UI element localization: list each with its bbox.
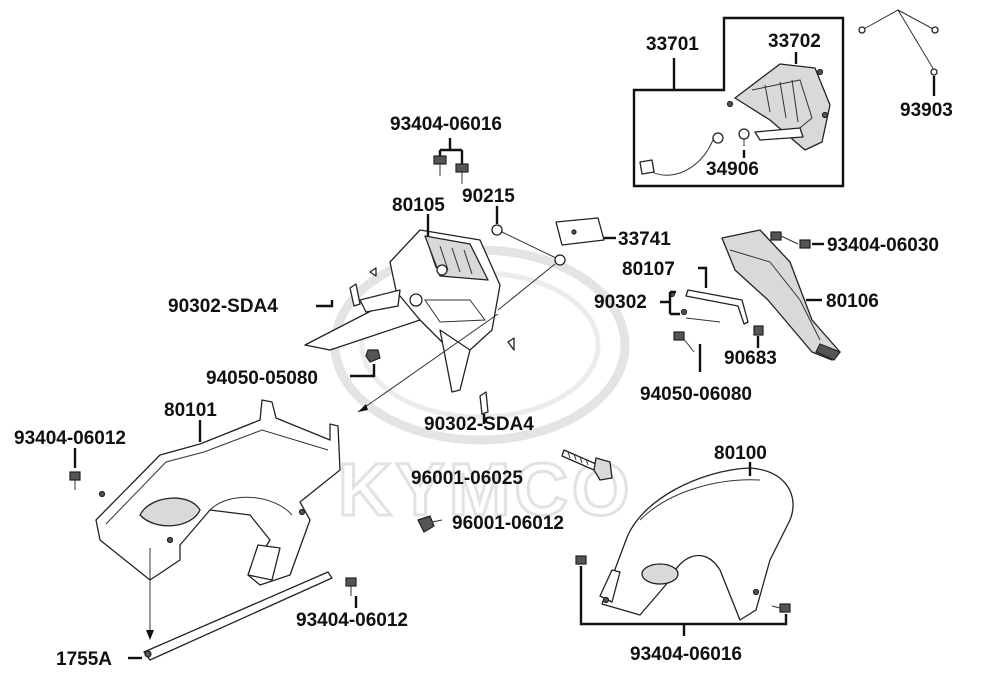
label-90215: 90215: [462, 186, 515, 207]
part-94050-06080-bolt: [673, 331, 695, 353]
label-80105: 80105: [392, 195, 445, 216]
part-80105-frame: [304, 229, 501, 393]
part-90215-washer: [491, 224, 566, 266]
label-93404-06012-bottom: 93404-06012: [296, 610, 408, 631]
label-96001-06025: 96001-06025: [411, 468, 523, 489]
bolt-93404-06016-bottom-left: [575, 555, 587, 565]
part-80106-cover: [721, 229, 841, 361]
part-80101-inner-fender: [95, 399, 341, 586]
label-93404-06016-bottom: 93404-06016: [630, 644, 742, 665]
part-33701-box: [632, 16, 845, 188]
label-94050-06080: 94050-06080: [640, 384, 752, 405]
screw-96001-06012: [417, 515, 443, 533]
label-96001-06012: 96001-06012: [452, 513, 564, 534]
label-90302: 90302: [594, 292, 647, 313]
label-80100: 80100: [714, 443, 767, 464]
bolt-93404-06016-a: [433, 155, 447, 176]
label-93404-06030: 93404-06030: [827, 235, 939, 256]
bolt-93404-06012-bottom: [345, 577, 357, 596]
part-1755a-strap: [143, 571, 333, 661]
part-80107-bracket: [668, 289, 749, 325]
part-80100-rear-fender: [599, 467, 794, 621]
bolt-96001-06025: [561, 449, 613, 481]
label-34906: 34906: [706, 159, 759, 180]
label-1755A: 1755A: [56, 649, 112, 670]
bolt-93404-06012-left: [69, 471, 81, 490]
label-33702: 33702: [768, 31, 821, 52]
label-90302-sda4-left: 90302-SDA4: [168, 296, 278, 317]
label-80106: 80106: [826, 291, 879, 312]
part-94050-05080-nut: [365, 349, 381, 363]
bolt-93404-06016-bottom-right: [771, 603, 791, 613]
part-93903-bracket: [858, 9, 939, 76]
label-94050-05080: 94050-05080: [206, 368, 318, 389]
bolt-93404-06016-b: [455, 163, 469, 184]
clip-90302-sda4-left: [349, 267, 377, 307]
label-33701: 33701: [646, 34, 699, 55]
label-93903: 93903: [900, 100, 953, 121]
part-33702-lamp: [726, 63, 831, 151]
label-93404-06016-top: 93404-06016: [390, 114, 502, 135]
label-80107: 80107: [622, 259, 675, 280]
label-80101: 80101: [164, 400, 217, 421]
label-93404-06012-left: 93404-06012: [14, 428, 126, 449]
label-33741: 33741: [618, 229, 671, 250]
part-34906-bulb-harness: [639, 128, 750, 176]
clip-90302-sda4-mid: [479, 337, 515, 415]
label-90302-sda4-mid: 90302-SDA4: [424, 414, 534, 435]
label-90683: 90683: [724, 348, 777, 369]
part-90683-nut: [753, 325, 764, 336]
bolt-93404-06030: [770, 231, 811, 249]
part-33741-plate: [555, 217, 605, 246]
